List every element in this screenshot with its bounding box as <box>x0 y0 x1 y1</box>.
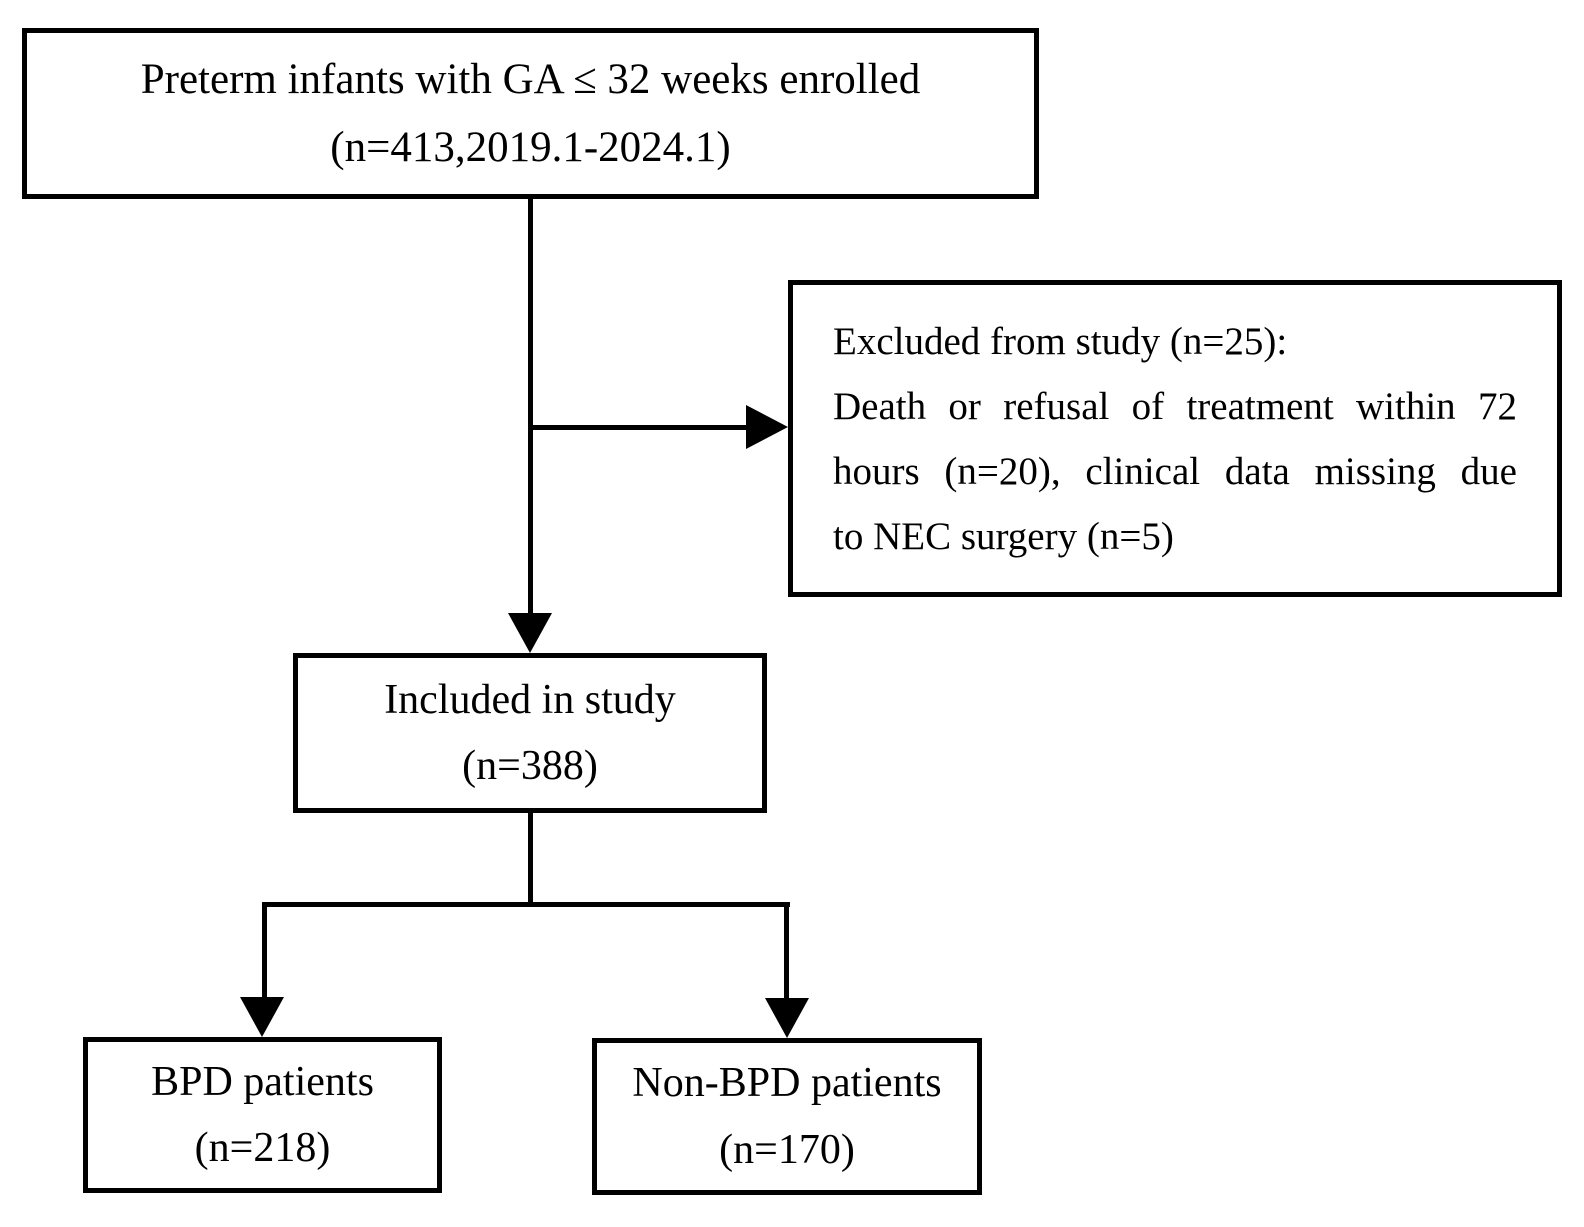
arrowhead-bpd <box>240 997 284 1037</box>
included-box: Included in study (n=388) <box>293 653 767 813</box>
non-bpd-line-2: (n=170) <box>719 1126 855 1173</box>
included-line-1: Included in study <box>384 676 676 723</box>
connector-excluded-branch <box>530 425 748 430</box>
connector-split-nonbpd <box>784 902 789 998</box>
excluded-box: Excluded from study (n=25): Death or ref… <box>788 280 1562 597</box>
arrowhead-included <box>508 613 552 653</box>
enrolled-line-2: (n=413,2019.1-2024.1) <box>330 123 731 171</box>
bpd-line-2: (n=218) <box>194 1125 331 1171</box>
connector-split-bpd <box>262 902 267 998</box>
excluded-line-4: to NEC surgery (n=5) <box>833 515 1174 558</box>
bpd-line-1: BPD patients <box>151 1058 374 1105</box>
non-bpd-box: Non-BPD patients (n=170) <box>592 1038 982 1195</box>
excluded-line-2: Death or refusal of treatment within 72 <box>833 385 1517 428</box>
connector-enrolled-included <box>528 196 533 616</box>
bpd-box: BPD patients (n=218) <box>83 1037 442 1193</box>
arrowhead-excluded <box>746 405 788 449</box>
included-line-2: (n=388) <box>462 743 598 789</box>
excluded-line-3: hours (n=20), clinical data missing due <box>833 450 1517 493</box>
split-bar <box>262 902 790 907</box>
non-bpd-line-1: Non-BPD patients <box>632 1060 942 1107</box>
arrowhead-nonbpd <box>765 998 809 1038</box>
enrolled-box: Preterm infants with GA ≤ 32 weeks enrol… <box>22 28 1039 199</box>
connector-included-split <box>528 813 533 905</box>
enrolled-line-1: Preterm infants with GA ≤ 32 weeks enrol… <box>140 55 921 103</box>
excluded-line-1: Excluded from study (n=25): <box>833 320 1288 363</box>
